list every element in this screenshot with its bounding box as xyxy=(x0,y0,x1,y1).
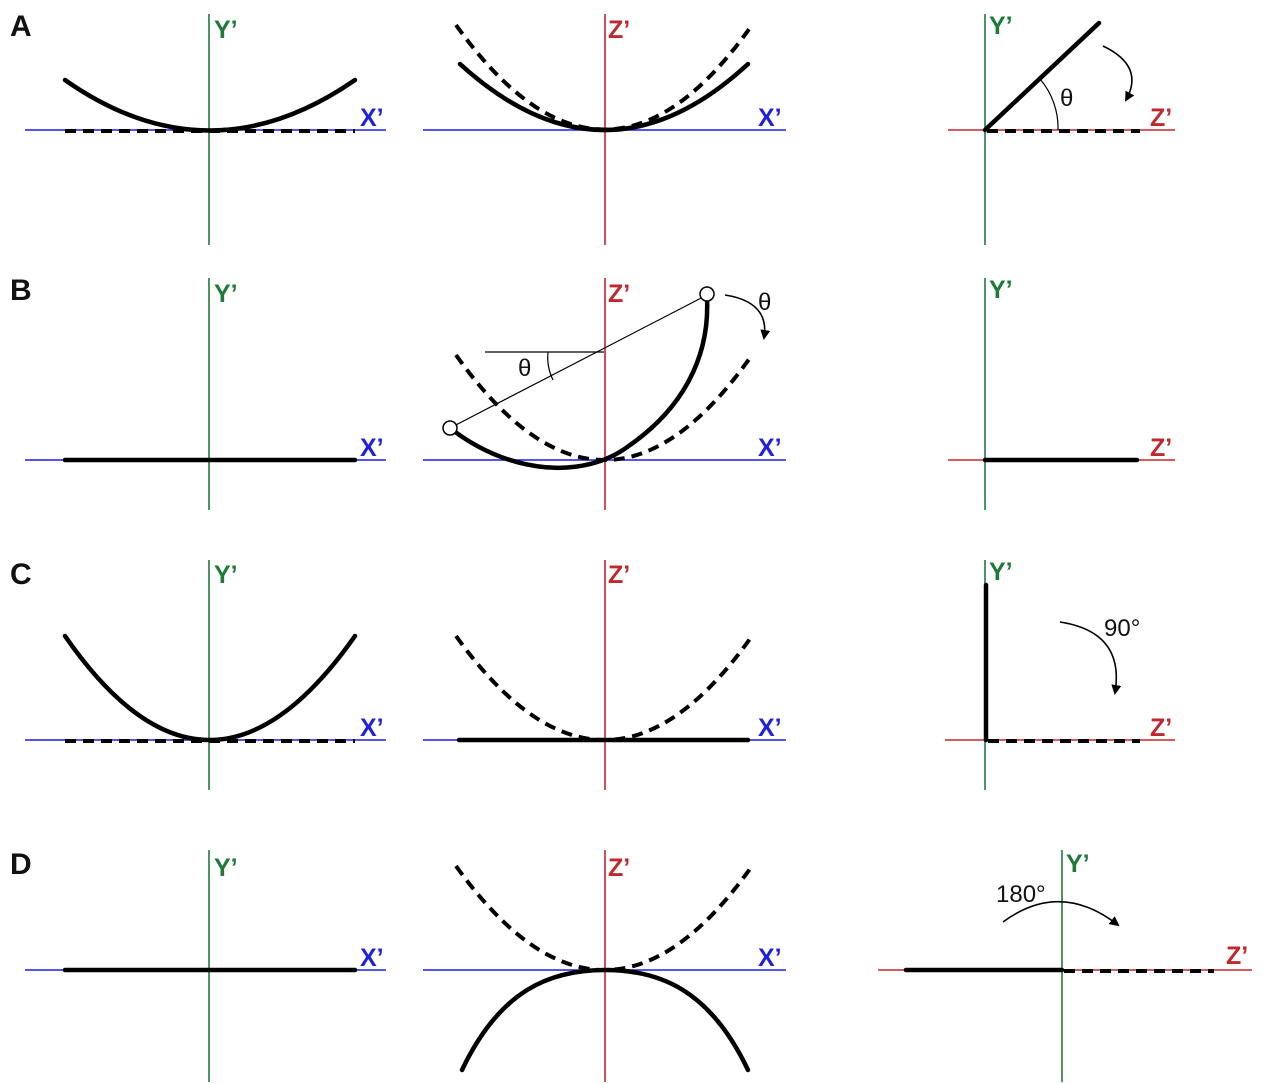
end-point-left xyxy=(442,420,458,436)
rotation-arrow xyxy=(724,294,771,340)
panel-d-zy: Y’ Z’ 180° xyxy=(878,850,1252,1082)
reference-curve-dashed xyxy=(454,634,754,742)
row-d: D Y’ X’ Z’ X’ Y’ Z’ 180° xyxy=(10,848,1252,1082)
z-axis-label: Z’ xyxy=(1150,714,1172,742)
z-axis-label: Z’ xyxy=(1150,104,1172,132)
x-axis-label: X’ xyxy=(758,434,782,462)
angle-label: 90° xyxy=(1104,615,1140,642)
panel-c-zy: Y’ Z’ 90° xyxy=(945,558,1175,790)
tilt-angle-arc xyxy=(547,351,554,381)
panel-a-zy: Y’ Z’ θ xyxy=(948,12,1175,245)
z-axis-label: Z’ xyxy=(608,561,630,589)
panel-d-xz: Z’ X’ xyxy=(423,850,786,1082)
x-axis-label: X’ xyxy=(360,714,384,742)
inverted-bent-strip xyxy=(459,967,751,1073)
y-axis-label: Y’ xyxy=(989,12,1013,40)
panel-b-xz: Z’ X’ θ θ xyxy=(423,278,786,510)
rotation-arrow xyxy=(1059,621,1122,695)
x-axis-label: X’ xyxy=(360,104,384,132)
panel-c-xy: Y’ X’ xyxy=(25,560,386,790)
z-axis-label: Z’ xyxy=(1150,434,1172,462)
panel-c-xz: Z’ X’ xyxy=(423,560,786,790)
reference-curve-dashed xyxy=(454,23,754,132)
row-label-a: A xyxy=(10,10,32,43)
y-axis-label: Y’ xyxy=(214,280,238,308)
row-label-c: C xyxy=(10,558,32,591)
x-axis-label: X’ xyxy=(758,104,782,132)
reference-curve-dashed xyxy=(454,864,754,972)
rotation-arrow xyxy=(1102,45,1135,102)
y-axis-label: Y’ xyxy=(214,561,238,589)
bent-strip-curve xyxy=(62,77,358,133)
z-axis-label: Z’ xyxy=(608,280,630,308)
chord-line xyxy=(449,294,708,429)
y-axis-label: Y’ xyxy=(214,854,238,882)
y-axis-label: Y’ xyxy=(989,558,1013,586)
z-axis-label: Z’ xyxy=(608,854,630,882)
x-axis-label: X’ xyxy=(758,714,782,742)
tilt-angle-label: θ xyxy=(518,355,531,382)
y-axis-label: Y’ xyxy=(989,276,1013,304)
panel-b-xy: Y’ X’ xyxy=(25,278,386,510)
rotation-arrow xyxy=(1002,900,1120,927)
z-axis-label: Z’ xyxy=(608,16,630,44)
tilted-strip xyxy=(982,20,1102,133)
angle-theta-label: θ xyxy=(1060,85,1073,112)
row-a: A Y’ X’ Z’ X’ Y’ Z’ θ xyxy=(10,10,1175,245)
rotation-angle-label: θ xyxy=(758,289,771,316)
bent-strip-curve xyxy=(62,633,358,743)
panel-b-zy: Y’ Z’ xyxy=(948,276,1175,510)
panel-a-xz: Z’ X’ xyxy=(423,14,786,245)
z-axis-label: Z’ xyxy=(1226,942,1248,970)
x-axis-label: X’ xyxy=(758,944,782,972)
bent-strip-curve xyxy=(457,61,751,133)
y-axis-label: Y’ xyxy=(214,16,238,44)
end-point-right xyxy=(699,286,715,302)
angle-label: 180° xyxy=(996,881,1046,908)
row-label-b: B xyxy=(10,274,32,307)
x-axis-label: X’ xyxy=(360,944,384,972)
row-label-d: D xyxy=(10,848,32,881)
angle-arc xyxy=(1039,78,1059,131)
x-axis-label: X’ xyxy=(360,434,384,462)
y-axis-label: Y’ xyxy=(1066,850,1090,878)
panel-a-xy: Y’ X’ xyxy=(25,14,386,245)
reference-curve-dashed xyxy=(454,353,754,462)
row-c: C Y’ X’ Z’ X’ Y’ Z’ 90° xyxy=(10,558,1175,790)
row-b: B Y’ X’ Z’ X’ θ θ xyxy=(10,274,1175,510)
panel-d-xy: Y’ X’ xyxy=(25,850,386,1082)
rotated-bent-strip xyxy=(447,295,710,470)
